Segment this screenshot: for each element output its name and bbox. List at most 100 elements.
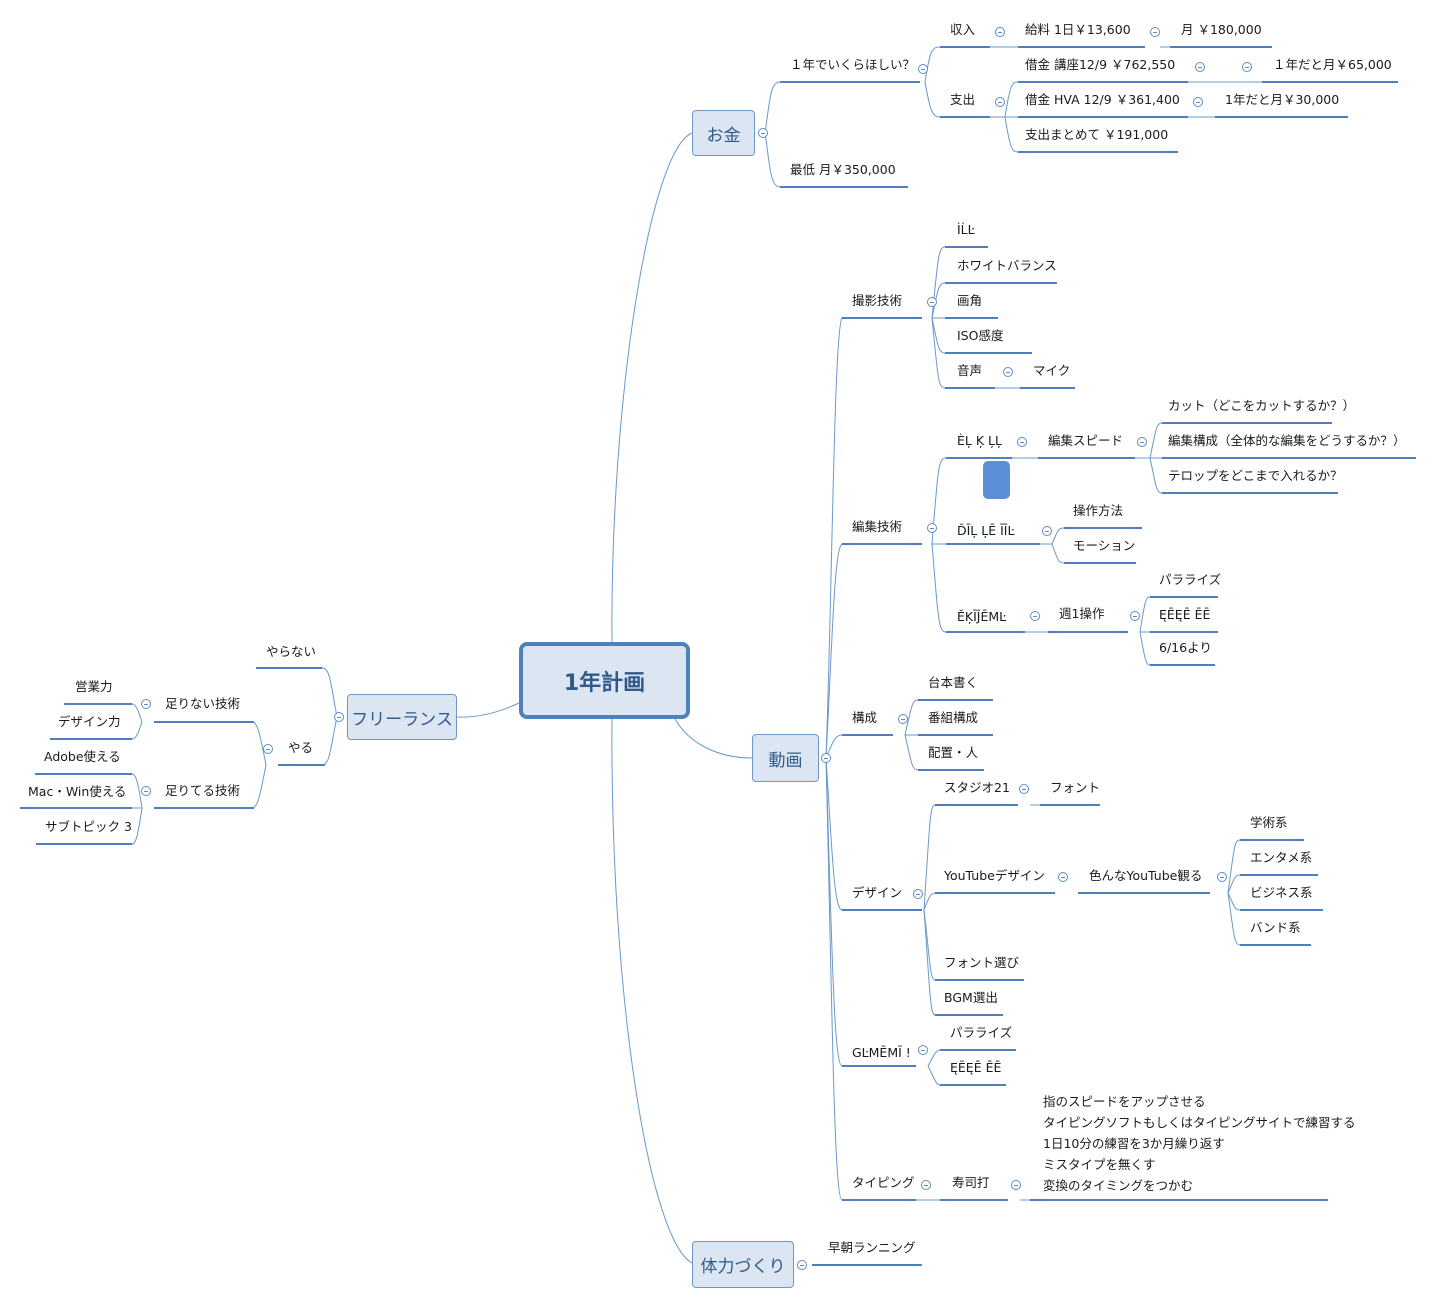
collapse-icon[interactable]: [1017, 437, 1027, 447]
node-lacking-item[interactable]: デザイン力: [58, 714, 121, 729]
node-expense-total[interactable]: 支出まとめて ￥191,000: [1025, 127, 1169, 142]
node-yt-watch[interactable]: 色んなYouTube観る: [1089, 868, 1203, 883]
node-income[interactable]: 収入: [950, 22, 976, 37]
node-g5-item[interactable]: ĘĒĘĒ ĒĒ: [950, 1060, 1002, 1075]
node-speed-item[interactable]: カット（どこをカットするか？）: [1168, 398, 1356, 413]
collapse-icon[interactable]: [758, 128, 768, 138]
node-lacking-item[interactable]: 営業力: [75, 679, 113, 694]
node-speed-item[interactable]: 編集構成（全体的な編集をどうするか？）: [1168, 433, 1406, 448]
node-typing[interactable]: タイピング: [852, 1175, 915, 1190]
node-genre[interactable]: バンド系: [1250, 920, 1301, 935]
node-want[interactable]: １年でいくらほしい？: [790, 57, 916, 72]
drag-handle[interactable]: [983, 461, 1010, 499]
node-editing[interactable]: 編集技術: [852, 519, 903, 534]
collapse-icon[interactable]: [1019, 784, 1029, 794]
collapse-icon[interactable]: [1030, 611, 1040, 621]
collapse-icon[interactable]: [1150, 27, 1160, 37]
node-lacking[interactable]: 足りない技術: [165, 696, 241, 711]
node-minimum[interactable]: 最低 月￥350,000: [790, 162, 896, 177]
collapse-icon[interactable]: [927, 523, 937, 533]
node-font-select[interactable]: フォント選び: [944, 955, 1020, 970]
node-mic[interactable]: マイク: [1033, 363, 1071, 378]
topic-fitness[interactable]: 体力づくり: [692, 1241, 794, 1288]
node-dont[interactable]: やらない: [266, 644, 317, 659]
node-structure-item[interactable]: 配置・人: [928, 745, 979, 760]
collapse-icon[interactable]: [927, 297, 937, 307]
node-expense[interactable]: 支出: [950, 92, 976, 107]
node-yt-design[interactable]: YouTubeデザイン: [944, 868, 1045, 883]
collapse-icon[interactable]: [913, 889, 923, 899]
collapse-icon[interactable]: [1011, 1180, 1021, 1190]
collapse-icon[interactable]: [1130, 611, 1140, 621]
node-loan1-month[interactable]: １年だと月￥65,000: [1273, 57, 1392, 72]
node-do[interactable]: やる: [288, 740, 314, 755]
node-loan2[interactable]: 借金 HVA 12/9 ￥361,400: [1025, 92, 1180, 107]
collapse-icon[interactable]: [1217, 872, 1227, 882]
node-loan2-month[interactable]: 1年だと月￥30,000: [1225, 92, 1340, 107]
node-salary-month[interactable]: 月 ￥180,000: [1181, 22, 1262, 37]
central-topic[interactable]: 1年計画: [519, 642, 690, 719]
node-enough-item[interactable]: サブトピック 3: [45, 819, 132, 834]
node-genre[interactable]: エンタメ系: [1250, 850, 1313, 865]
collapse-icon[interactable]: [921, 1180, 931, 1190]
node-structure-item[interactable]: 番組構成: [928, 710, 979, 725]
topic-freelance[interactable]: フリーランス: [347, 694, 457, 740]
node-genre[interactable]: ビジネス系: [1250, 885, 1313, 900]
node-structure[interactable]: 構成: [852, 710, 878, 725]
node-enough-item[interactable]: Adobe使える: [44, 749, 121, 764]
node-bgm[interactable]: BGM選出: [944, 990, 998, 1005]
node-g5-item[interactable]: パラライズ: [950, 1025, 1013, 1040]
collapse-icon[interactable]: [1137, 437, 1147, 447]
collapse-icon[interactable]: [995, 97, 1005, 107]
collapse-icon[interactable]: [141, 786, 151, 796]
node-studio[interactable]: スタジオ21: [944, 780, 1010, 795]
topic-money[interactable]: お金: [692, 110, 755, 156]
topic-video[interactable]: 動画: [752, 734, 819, 782]
collapse-icon[interactable]: [918, 64, 928, 74]
collapse-icon[interactable]: [797, 1260, 807, 1270]
node-speed-item[interactable]: テロップをどこまで入れるか？: [1168, 468, 1343, 483]
collapse-icon[interactable]: [1193, 97, 1203, 107]
node-edit-group-2[interactable]: ĎĪĻ ĻĒ ĪĪĿ: [957, 523, 1015, 538]
collapse-icon[interactable]: [1042, 526, 1052, 536]
typing-note: タイピングソフトもしくはタイピングサイトで練習する: [1043, 1115, 1356, 1130]
node-structure-item[interactable]: 台本書く: [928, 675, 979, 690]
collapse-icon[interactable]: [821, 753, 831, 763]
node-genre[interactable]: 学術系: [1250, 815, 1288, 830]
node-shooting-item[interactable]: 画角: [957, 293, 983, 308]
collapse-icon[interactable]: [1242, 62, 1252, 72]
node-design[interactable]: デザイン: [852, 885, 903, 900]
node-edit-speed[interactable]: 編集スピード: [1048, 433, 1124, 448]
collapse-icon[interactable]: [141, 699, 151, 709]
node-loan1[interactable]: 借金 講座12/9 ￥762,550: [1025, 57, 1176, 72]
node-shooting-item[interactable]: 音声: [957, 363, 983, 378]
node-edit-group-1[interactable]: ÈĻ Ķ ĻĻ: [957, 433, 1002, 448]
node-enough-item[interactable]: Mac・Win使える: [28, 784, 127, 799]
node-edit-op[interactable]: 操作方法: [1073, 503, 1124, 518]
node-running[interactable]: 早朝ランニング: [828, 1240, 916, 1255]
node-shooting-item[interactable]: ÌĹĿ: [957, 222, 975, 237]
node-g5[interactable]: GĿMĒMĪ !: [852, 1045, 911, 1060]
collapse-icon[interactable]: [898, 714, 908, 724]
node-shooting[interactable]: 撮影技術: [852, 293, 903, 308]
node-font[interactable]: フォント: [1050, 780, 1101, 795]
node-salary[interactable]: 給料 1日￥13,600: [1025, 22, 1131, 37]
node-typing-notes[interactable]: 指のスピードをアップさせる タイピングソフトもしくはタイピングサイトで練習する …: [1043, 1091, 1356, 1196]
collapse-icon[interactable]: [918, 1045, 928, 1055]
collapse-icon[interactable]: [1003, 367, 1013, 377]
node-edit-group-3[interactable]: ĚĶĪĴĒMĿ: [957, 609, 1007, 624]
node-shooting-item[interactable]: ホワイトバランス: [957, 258, 1057, 273]
collapse-icon[interactable]: [263, 744, 273, 754]
node-shooting-item[interactable]: ISO感度: [957, 328, 1004, 343]
node-weekly-item[interactable]: ĘĒĘĒ ĒĒ: [1159, 607, 1211, 622]
node-sushi[interactable]: 寿司打: [952, 1175, 990, 1190]
node-edit-op[interactable]: モーション: [1073, 538, 1136, 553]
collapse-icon[interactable]: [334, 712, 344, 722]
node-enough[interactable]: 足りてる技術: [165, 783, 241, 798]
node-weekly-item[interactable]: 6/16より: [1159, 640, 1212, 655]
collapse-icon[interactable]: [995, 27, 1005, 37]
collapse-icon[interactable]: [1058, 872, 1068, 882]
node-weekly[interactable]: 週1操作: [1059, 606, 1105, 621]
collapse-icon[interactable]: [1195, 62, 1205, 72]
node-weekly-item[interactable]: パラライズ: [1159, 572, 1222, 587]
